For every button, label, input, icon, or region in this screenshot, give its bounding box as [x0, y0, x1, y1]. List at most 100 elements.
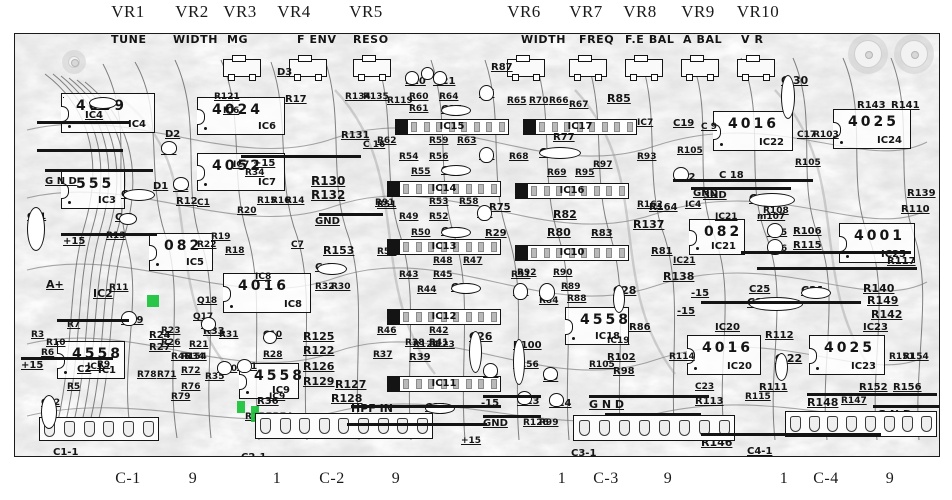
silk-annotation: GND — [693, 188, 718, 199]
ic-pin1-marker — [68, 125, 71, 128]
trimmer-pot[interactable] — [353, 55, 391, 81]
capacitor — [123, 189, 155, 201]
silk-annotation: R14 — [285, 196, 305, 206]
silk-annotation: R132 — [311, 188, 346, 202]
ic-socket-ic10[interactable]: IC10 — [515, 245, 629, 261]
capacitor — [263, 331, 277, 344]
trimmer-pot[interactable] — [737, 55, 775, 81]
transistor — [539, 283, 555, 301]
trimmer-pot[interactable] — [625, 55, 663, 81]
connector-pin — [846, 415, 858, 433]
silk-annotation: C2 — [77, 364, 92, 375]
ic-socket-ic12[interactable]: IC12 — [387, 309, 501, 325]
trimmer-pot[interactable] — [289, 55, 327, 81]
edge-connector[interactable] — [573, 415, 735, 441]
silk-annotation: R154 — [903, 352, 929, 362]
connector-pin — [416, 417, 428, 435]
capacitor — [119, 213, 137, 225]
silk-annotation: R149 — [867, 294, 899, 307]
socket-pad — [556, 248, 563, 258]
ic-socket-ic13[interactable]: IC13 — [387, 239, 501, 255]
socket-pad — [453, 184, 460, 194]
silk-annotation: m107 — [757, 212, 786, 222]
ic-notch — [839, 236, 847, 252]
silk-annotation: R92 — [517, 268, 537, 278]
silk-annotation: C32 — [41, 398, 61, 408]
ic-pin1-marker — [572, 337, 575, 340]
ic-pin1-marker — [246, 391, 249, 394]
silk-annotation: R50 — [411, 228, 431, 238]
bus-bar — [57, 319, 129, 322]
socket-reference-designator: IC14 — [431, 183, 457, 194]
silk-annotation: R102 — [607, 352, 636, 363]
vr-callout-vr7: VR7 — [569, 2, 603, 21]
socket-pad — [478, 242, 485, 252]
trimmer-pot[interactable] — [223, 55, 261, 81]
edge-connector[interactable] — [39, 417, 159, 441]
silk-annotation: +15 — [21, 360, 44, 371]
silk-annotation: Q8 — [539, 286, 555, 297]
silk-annotation: R28 — [263, 350, 283, 360]
transistor — [483, 363, 498, 378]
trimmer-pot[interactable] — [681, 55, 719, 81]
ic-socket-ic11[interactable]: IC11 — [387, 376, 501, 392]
silk-annotation: R54 — [399, 152, 419, 162]
silk-annotation: R146 — [701, 436, 733, 449]
socket-pad — [626, 122, 633, 132]
socket-pad — [531, 186, 538, 196]
capacitor — [781, 75, 795, 119]
silk-annotation: G N D — [877, 408, 913, 421]
silk-annotation: G N D — [45, 176, 77, 187]
ic-notch — [833, 122, 841, 138]
silk-annotation: R74 — [273, 412, 293, 422]
silk-annotation: IC4 — [85, 110, 104, 121]
ic-socket-ic15[interactable]: IC15 — [395, 119, 509, 135]
vr-callout-vr9: VR9 — [681, 2, 715, 21]
transistor — [217, 361, 232, 375]
silk-annotation: R22 — [197, 240, 217, 250]
silk-annotation: C1-1 — [53, 447, 79, 457]
silk-annotation: IC20 — [715, 322, 740, 333]
edge-connector[interactable] — [785, 411, 937, 437]
ic-reference-designator: IC1 — [97, 365, 116, 376]
socket-reference-designator: IC10 — [559, 247, 585, 258]
capacitor — [801, 287, 831, 299]
bus-bar — [483, 395, 541, 398]
socket-pad — [593, 186, 600, 196]
transistor — [237, 359, 252, 373]
bus-bar — [37, 121, 129, 124]
silk-annotation: R57 — [377, 247, 397, 257]
silk-annotation: R13 — [106, 231, 126, 241]
ic-socket-ic17[interactable]: IC17 — [523, 119, 637, 135]
ic-socket-ic16[interactable]: IC16 — [515, 183, 629, 199]
socket-reference-designator: IC11 — [431, 378, 457, 389]
edge-connector[interactable] — [255, 413, 433, 439]
transistor — [479, 85, 494, 101]
ic-socket-ic14[interactable]: IC14 — [387, 181, 501, 197]
silk-annotation: R26 — [161, 338, 181, 348]
socket-pad — [423, 122, 430, 132]
socket-pad — [490, 312, 497, 322]
silk-annotation: C4-1 — [747, 446, 773, 457]
silk-annotation: C12 — [451, 282, 473, 293]
connector-callout: C-3 — [593, 470, 619, 487]
bus-bar — [807, 393, 937, 396]
trimmer-pot[interactable] — [569, 55, 607, 81]
trimmer-pot[interactable] — [507, 55, 545, 81]
socket-pad — [581, 186, 588, 196]
